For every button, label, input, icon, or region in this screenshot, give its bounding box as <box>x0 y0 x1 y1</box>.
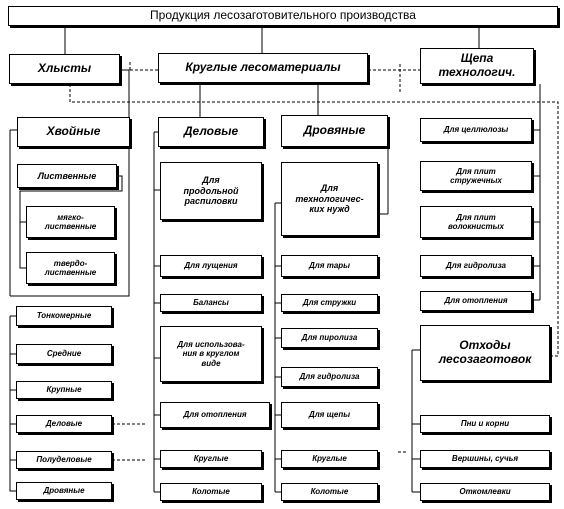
business-pulpwood-text: Балансы <box>193 298 229 308</box>
header-roundwood: Круглые лесоматериалы <box>158 53 368 83</box>
roundwood-firewood-header: Дровяные <box>281 115 388 147</box>
firewood-round-text: Круглые <box>312 454 347 464</box>
diagram-title-text: Продукция лесозаготовительного производс… <box>150 8 416 23</box>
use-firewood: Дровяные <box>16 482 112 500</box>
firewood-shavings: Для стружки <box>281 294 378 312</box>
firewood-shavings-text: Для стружки <box>302 298 357 308</box>
heating-round: Круглые <box>160 450 262 468</box>
use-firewood-text: Дровяные <box>43 486 85 496</box>
group-deciduous: Лиственные <box>17 164 117 188</box>
business-round-use-text: Для использова- ния в круглом виде <box>177 340 245 368</box>
waste-butts-text: Откомлевки <box>459 487 511 497</box>
chips-heating: Для отопления <box>420 291 532 311</box>
chips-hydrolysis-text: Для гидролиза <box>446 261 506 271</box>
firewood-technological: Для технологичес- ких нужд <box>281 162 378 236</box>
business-sawing: Для продольной распиловки <box>160 162 262 220</box>
firewood-split: Колотые <box>281 483 378 501</box>
firewood-round: Круглые <box>281 450 378 468</box>
header-chips: Щепа технологич. <box>420 48 534 84</box>
waste-butts: Откомлевки <box>420 483 550 501</box>
subgroup-hard-deciduous-text: твердо- лиственные <box>44 258 97 277</box>
header-chips-text: Щепа технологич. <box>438 51 516 79</box>
group-deciduous-text: Лиственные <box>37 170 97 181</box>
chips-fiber-board: Для плит волокнистых <box>420 206 532 238</box>
firewood-chips: Для щепы <box>281 402 378 428</box>
waste-tops-text: Вершины, сучья <box>451 454 519 464</box>
chips-heating-text: Для отопления <box>444 296 508 306</box>
header-roundwood-text: Круглые лесоматериалы <box>185 60 341 75</box>
business-sawing-text: Для продольной распиловки <box>183 175 239 207</box>
chips-particle-board: Для плит стружечных <box>420 161 532 191</box>
waste-header-text: Отходы лесозаготовок <box>438 338 532 366</box>
business-pulpwood: Балансы <box>160 294 262 312</box>
header-khlysty-text: Хлысты <box>37 61 92 76</box>
size-medium: Средние <box>16 344 112 364</box>
group-conifer-text: Хвойные <box>46 124 101 139</box>
business-round-use: Для использова- ния в круглом виде <box>160 326 262 382</box>
subgroup-soft-deciduous-text: мягко- лиственные <box>44 212 97 231</box>
size-large-text: Крупные <box>46 385 82 395</box>
firewood-split-text: Колотые <box>310 487 349 497</box>
use-semi-business-text: Полуделовые <box>36 455 92 465</box>
firewood-technological-text: Для технологичес- ких нужд <box>295 183 364 215</box>
heating-split: Колотые <box>160 483 262 501</box>
waste-stumps: Пни и корни <box>420 415 550 433</box>
firewood-hydrolysis: Для гидролиза <box>281 367 378 387</box>
size-thin: Тонкомерные <box>16 306 112 326</box>
firewood-hydrolysis-text: Для гидролиза <box>299 372 360 382</box>
diagram-title: Продукция лесозаготовительного производс… <box>8 6 558 26</box>
roundwood-business-header: Деловые <box>158 117 264 147</box>
firewood-container: Для тары <box>281 255 378 277</box>
subgroup-soft-deciduous: мягко- лиственные <box>26 206 115 238</box>
heating-round-text: Круглые <box>193 454 229 464</box>
chips-fiber-board-text: Для плит волокнистых <box>448 212 504 231</box>
chips-cellulose: Для целлюлозы <box>420 118 532 142</box>
chips-particle-board-text: Для плит стружечных <box>450 166 502 185</box>
firewood-pyrolysis-text: Для пиролиза <box>301 333 358 343</box>
heating-header-text: Для отопления <box>183 410 247 420</box>
firewood-container-text: Для тары <box>309 261 350 271</box>
firewood-chips-text: Для щепы <box>308 410 351 420</box>
header-khlysty: Хлысты <box>9 54 120 84</box>
size-thin-text: Тонкомерные <box>36 311 92 321</box>
roundwood-business-header-text: Деловые <box>183 124 239 139</box>
chips-cellulose-text: Для целлюлозы <box>443 125 509 135</box>
use-business-text: Деловые <box>45 419 83 429</box>
waste-stumps-text: Пни и корни <box>460 419 510 429</box>
heating-split-text: Колотые <box>192 487 230 497</box>
waste-header: Отходы лесозаготовок <box>420 325 550 381</box>
subgroup-hard-deciduous: твердо- лиственные <box>26 252 115 284</box>
size-large: Крупные <box>16 381 112 399</box>
roundwood-firewood-header-text: Дровяные <box>303 123 366 138</box>
size-medium-text: Средние <box>46 349 82 359</box>
use-business: Деловые <box>16 415 112 433</box>
waste-tops: Вершины, сучья <box>420 450 550 468</box>
heating-header: Для отопления <box>160 402 270 428</box>
chips-hydrolysis: Для гидролиза <box>420 255 532 277</box>
business-peeling-text: Для лущения <box>184 261 238 271</box>
use-semi-business: Полуделовые <box>16 451 112 469</box>
group-conifer: Хвойные <box>17 117 130 147</box>
business-peeling: Для лущения <box>160 255 262 277</box>
firewood-pyrolysis: Для пиролиза <box>281 328 378 348</box>
